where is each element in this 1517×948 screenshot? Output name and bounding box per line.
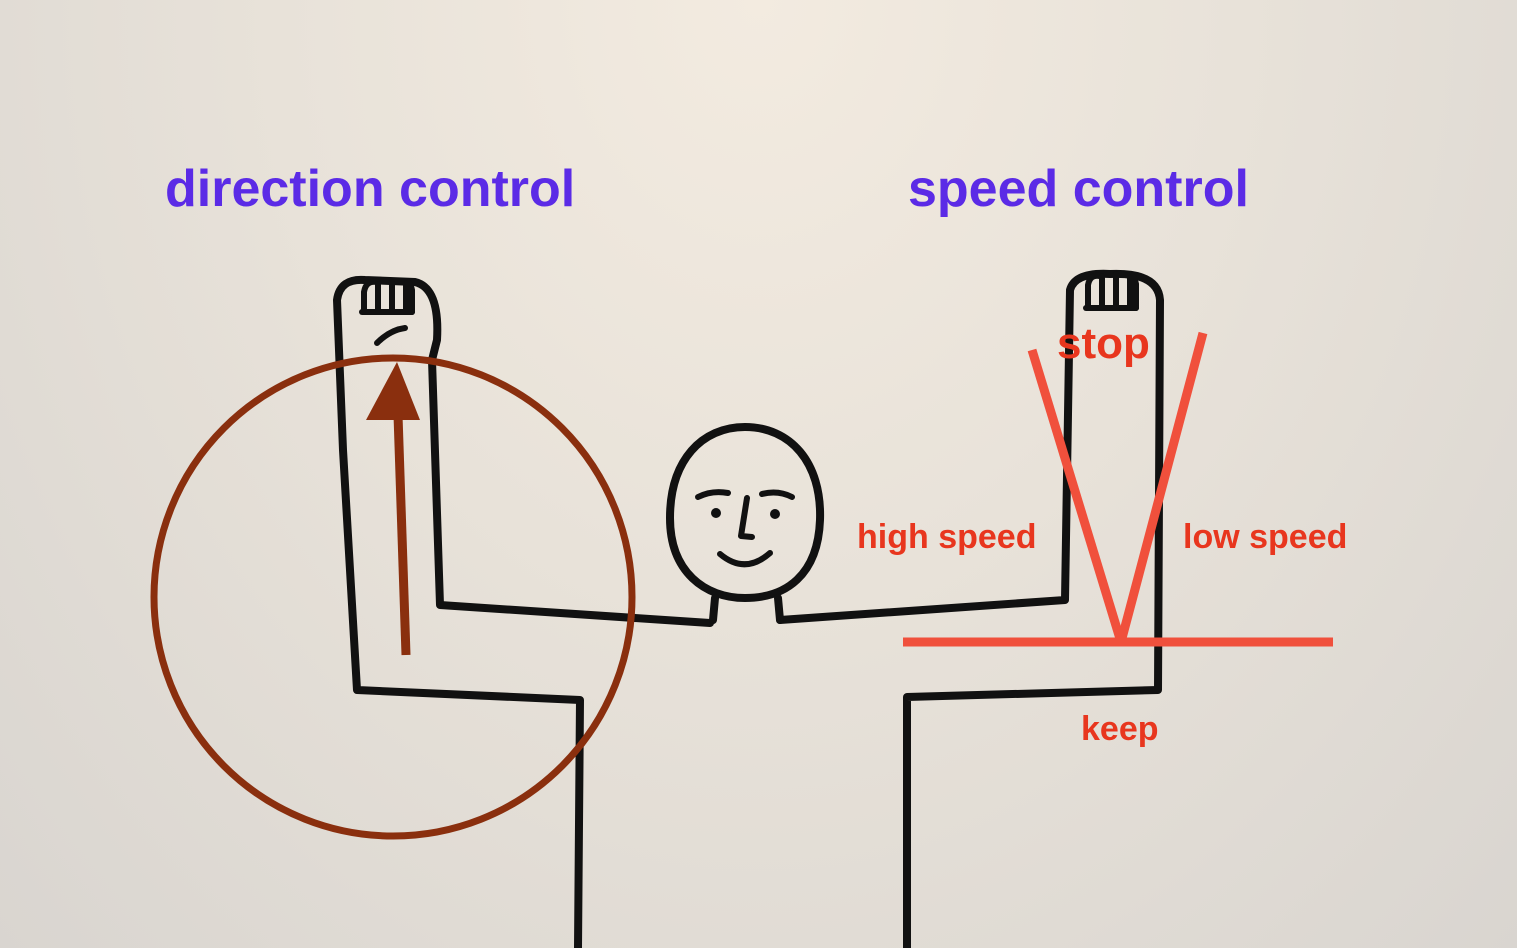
direction-marker: [150, 354, 636, 840]
low-speed-label: low speed: [1183, 518, 1348, 556]
up-arrow-icon: [366, 362, 420, 420]
direction-arrow-shaft: [393, 414, 411, 656]
right-eye: [770, 509, 780, 519]
speed-marker: [903, 331, 1333, 647]
mouth: [717, 550, 773, 568]
stop-label: stop: [1057, 319, 1150, 368]
right-arm-outline: [776, 269, 1164, 948]
left-eyebrow: [695, 489, 731, 500]
left-fist-fingers: [359, 278, 415, 346]
high-speed-label: high speed: [857, 518, 1037, 556]
keep-label: keep: [1081, 710, 1159, 748]
left-eye: [711, 508, 721, 518]
head-outline: [666, 423, 825, 602]
direction-control-heading: direction control: [165, 160, 576, 218]
direction-circle: [150, 354, 636, 840]
speed-v-right-stroke: [1116, 331, 1208, 644]
stick-figure: [333, 269, 1164, 948]
speed-control-heading: speed control: [908, 160, 1249, 218]
right-fist-fingers: [1083, 271, 1139, 311]
nose: [738, 495, 755, 540]
neck: [709, 594, 784, 624]
right-eyebrow: [759, 489, 795, 500]
speed-v-left-stroke: [1027, 348, 1126, 644]
